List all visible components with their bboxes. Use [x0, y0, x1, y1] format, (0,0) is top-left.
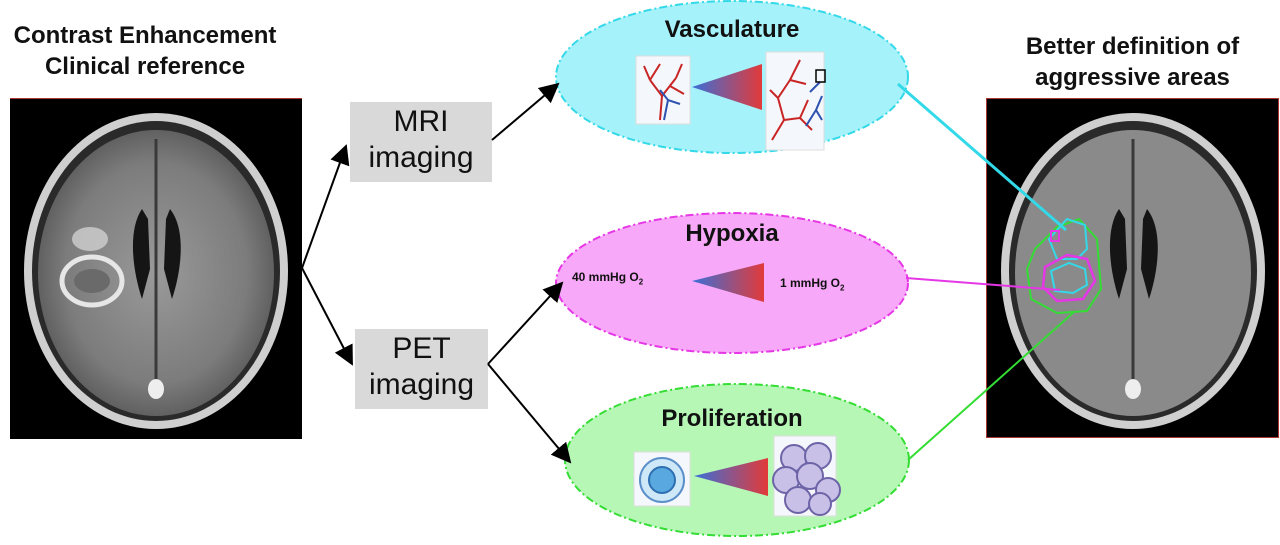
- hypoxia-title: Hypoxia: [685, 220, 779, 247]
- arrow-to-mri: [301, 144, 350, 269]
- pet-imaging-box: PET imaging: [355, 329, 488, 409]
- hypoxia-low-text: 1 mmHg O: [780, 276, 841, 290]
- right-title-line2: aggressive areas: [1035, 64, 1230, 91]
- arrow-to-pet: [301, 267, 353, 366]
- arrow-proliferation-overlay: [907, 311, 1075, 461]
- left-brain-mri-image: [10, 98, 302, 439]
- mri-label-line1: MRI: [393, 105, 449, 138]
- proliferation-title: Proliferation: [661, 405, 803, 432]
- vasculature-gradient-triangle-icon: [692, 64, 762, 110]
- hypoxia-low-label: 1 mmHg O2: [780, 276, 844, 292]
- arrow-pet-hypoxia: [487, 281, 564, 365]
- mri-label-line2: imaging: [368, 141, 474, 174]
- vessel-tree-icon: [635, 55, 691, 125]
- arrow-pet-proliferation: [487, 363, 572, 464]
- proliferation-gradient-triangle-icon: [694, 458, 768, 496]
- hypoxia-high-label: 40 mmHg O2: [572, 270, 643, 286]
- o2-subscript-high: 2: [638, 277, 644, 287]
- vessel-network-icon: [765, 51, 826, 151]
- left-title: Contrast Enhancement Clinical reference: [0, 20, 290, 82]
- right-brain-mri-image: [986, 98, 1279, 438]
- arrow-vasculature-overlay: [897, 82, 1067, 232]
- arrow-mri-vasculature: [491, 82, 560, 141]
- left-title-line2: Clinical reference: [44, 53, 246, 80]
- mri-imaging-box: MRI imaging: [350, 102, 492, 182]
- left-title-line1: Contrast Enhancement: [13, 22, 277, 49]
- right-title-line1: Better definition of: [1025, 33, 1240, 60]
- pet-label-line1: PET: [392, 332, 451, 365]
- brain-mri-icon: [24, 113, 288, 429]
- o2-subscript-low: 2: [840, 283, 845, 293]
- single-cell-icon: [633, 451, 691, 507]
- hypoxia-high-text: 40 mmHg O: [572, 270, 639, 284]
- arrow-hypoxia-overlay: [905, 277, 1061, 291]
- pet-label-line2: imaging: [368, 368, 475, 401]
- brain-mri-overlay-icon: [1001, 113, 1265, 429]
- vasculature-title: Vasculature: [664, 16, 800, 43]
- right-title: Better definition of aggressive areas: [985, 31, 1280, 93]
- hypoxia-gradient-triangle-icon: [692, 263, 764, 302]
- cell-cluster-icon: [772, 435, 841, 517]
